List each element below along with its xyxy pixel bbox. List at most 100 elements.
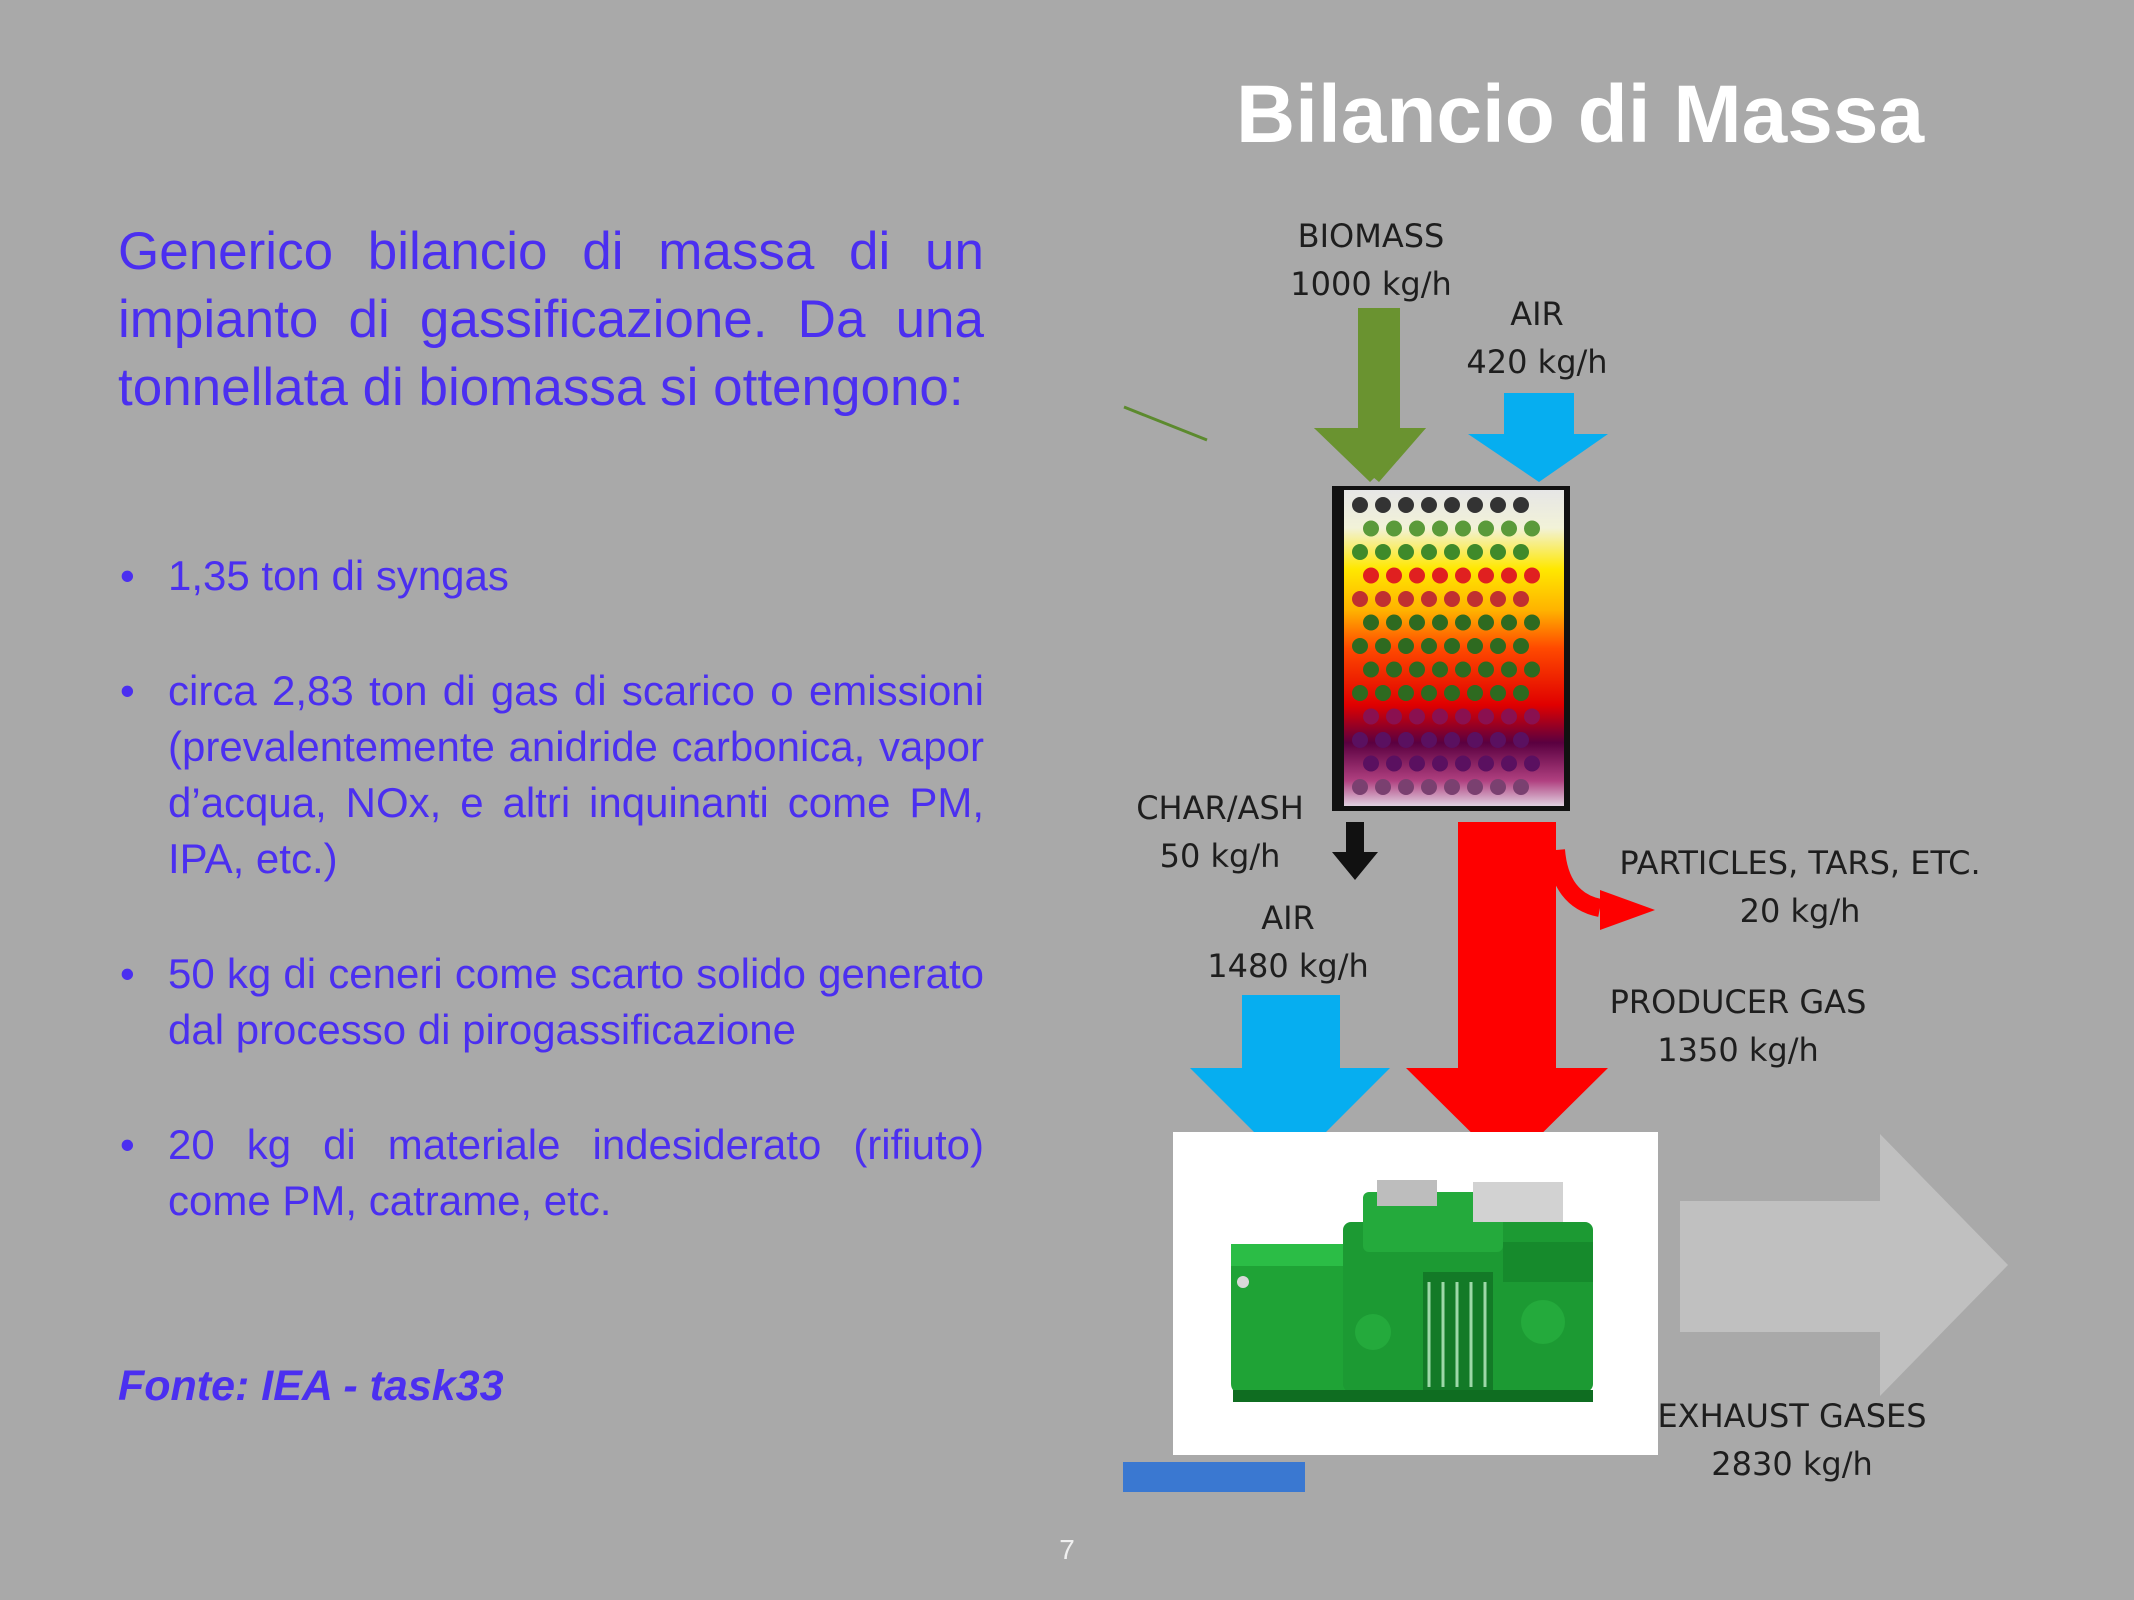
reactor-particle: [1398, 591, 1414, 607]
reactor-particle: [1363, 520, 1379, 537]
reactor-particle: [1432, 708, 1448, 725]
particles-label: PARTICLES, TARS, ETC. 20 kg/h: [1600, 839, 2000, 935]
char-ash-rate-text: 50 kg/h: [1159, 837, 1281, 875]
reactor-particle: [1467, 685, 1483, 701]
reactor-particle: [1513, 497, 1529, 513]
biomass-label-text: BIOMASS: [1297, 217, 1445, 255]
reactor-particle: [1409, 520, 1425, 537]
reactor-particle: [1421, 779, 1437, 795]
reactor-particle: [1421, 732, 1437, 748]
reactor-particle: [1432, 661, 1448, 678]
particles-rate-text: 20 kg/h: [1739, 892, 1861, 930]
producer-gas-arrow: [1406, 822, 1608, 1168]
reactor-particle: [1513, 685, 1529, 701]
reactor-particle: [1398, 497, 1414, 513]
reactor-particle: [1421, 544, 1437, 560]
reactor-particle: [1421, 497, 1437, 513]
reactor-particle: [1352, 685, 1368, 701]
particles-label-text: PARTICLES, TARS, ETC.: [1619, 844, 1981, 882]
reactor-particle: [1478, 755, 1494, 772]
reactor-particle: [1490, 732, 1506, 748]
reactor-particle: [1455, 614, 1471, 631]
biomass-rate-text: 1000 kg/h: [1290, 265, 1452, 303]
reactor-particle: [1444, 779, 1460, 795]
reactor-particle: [1444, 638, 1460, 654]
reactor-particle: [1432, 520, 1448, 537]
reactor-particle: [1524, 614, 1540, 631]
air-in-bottom-arrow: [1190, 995, 1390, 1168]
reactor-particle: [1375, 591, 1391, 607]
reactor-particle: [1455, 708, 1471, 725]
page-number: 7: [1059, 1534, 1075, 1565]
reactor-particle: [1398, 544, 1414, 560]
air-bottom-label: AIR 1480 kg/h: [1188, 894, 1388, 990]
reactor-particle: [1363, 708, 1379, 725]
reactor-particle: [1478, 708, 1494, 725]
char-ash-label: CHAR/ASH 50 kg/h: [1120, 784, 1320, 880]
decorative-line: [1123, 405, 1208, 442]
slide-title: Bilancio di Massa: [1235, 69, 1925, 160]
reactor-particle: [1398, 685, 1414, 701]
reactor-particle: [1501, 614, 1517, 631]
reactor-particle: [1386, 520, 1402, 537]
air-in-top-arrow: [1468, 393, 1608, 482]
reactor-particle: [1409, 755, 1425, 772]
producer-gas-label: PRODUCER GAS 1350 kg/h: [1588, 978, 1888, 1074]
reactor-particle: [1478, 567, 1494, 584]
reactor-particle: [1513, 638, 1529, 654]
char-ash-arrow: [1332, 822, 1378, 880]
reactor-particle: [1478, 520, 1494, 537]
reactor-particle: [1432, 567, 1448, 584]
particles-branch-arrow: [1547, 849, 1603, 917]
reactor-particle: [1375, 779, 1391, 795]
reactor-particle: [1513, 732, 1529, 748]
reactor-particle: [1490, 779, 1506, 795]
producer-gas-rate-text: 1350 kg/h: [1657, 1031, 1819, 1069]
reactor-particle: [1490, 497, 1506, 513]
reactor-particle: [1455, 520, 1471, 537]
reactor-particle: [1501, 520, 1517, 537]
reactor-particle: [1513, 591, 1529, 607]
reactor-particle: [1352, 544, 1368, 560]
reactor-particle: [1513, 779, 1529, 795]
reactor-particle: [1352, 591, 1368, 607]
reactor-particle: [1421, 591, 1437, 607]
reactor-particle: [1375, 732, 1391, 748]
reactor-particle: [1352, 497, 1368, 513]
reactor-particle: [1409, 614, 1425, 631]
producer-gas-label-text: PRODUCER GAS: [1609, 983, 1867, 1021]
reactor-particle: [1409, 708, 1425, 725]
reactor-particle: [1363, 567, 1379, 584]
reactor-particles: [1352, 497, 1540, 795]
reactor-particle: [1467, 497, 1483, 513]
reactor-particle: [1467, 779, 1483, 795]
biomass-label: BIOMASS 1000 kg/h: [1271, 212, 1471, 308]
reactor-particle: [1386, 661, 1402, 678]
reactor-particle: [1501, 755, 1517, 772]
reactor-particle: [1524, 708, 1540, 725]
engine-photo: [1173, 1132, 1658, 1455]
reactor-particle: [1444, 685, 1460, 701]
reactor-particle: [1490, 685, 1506, 701]
reactor-particle: [1467, 544, 1483, 560]
reactor-particle: [1524, 567, 1540, 584]
bullet-list: 1,35 ton di syngas circa 2,83 ton di gas…: [118, 548, 984, 1288]
air-top-rate-text: 420 kg/h: [1466, 343, 1608, 381]
reactor-particle: [1398, 638, 1414, 654]
reactor-particle: [1524, 661, 1540, 678]
reactor-particle: [1513, 544, 1529, 560]
reactor-particle: [1352, 779, 1368, 795]
reactor-particle: [1375, 685, 1391, 701]
reactor-particle: [1375, 638, 1391, 654]
exhaust-label: EXHAUST GASES 2830 kg/h: [1642, 1392, 1942, 1488]
reactor-particle: [1490, 638, 1506, 654]
reactor-particle: [1421, 638, 1437, 654]
air-top-label-text: AIR: [1510, 295, 1564, 333]
reactor-particle: [1386, 755, 1402, 772]
air-bottom-rate-text: 1480 kg/h: [1207, 947, 1369, 985]
reactor-particle: [1444, 497, 1460, 513]
reactor-particle: [1363, 755, 1379, 772]
reactor-particle: [1467, 732, 1483, 748]
reactor-particle: [1501, 567, 1517, 584]
